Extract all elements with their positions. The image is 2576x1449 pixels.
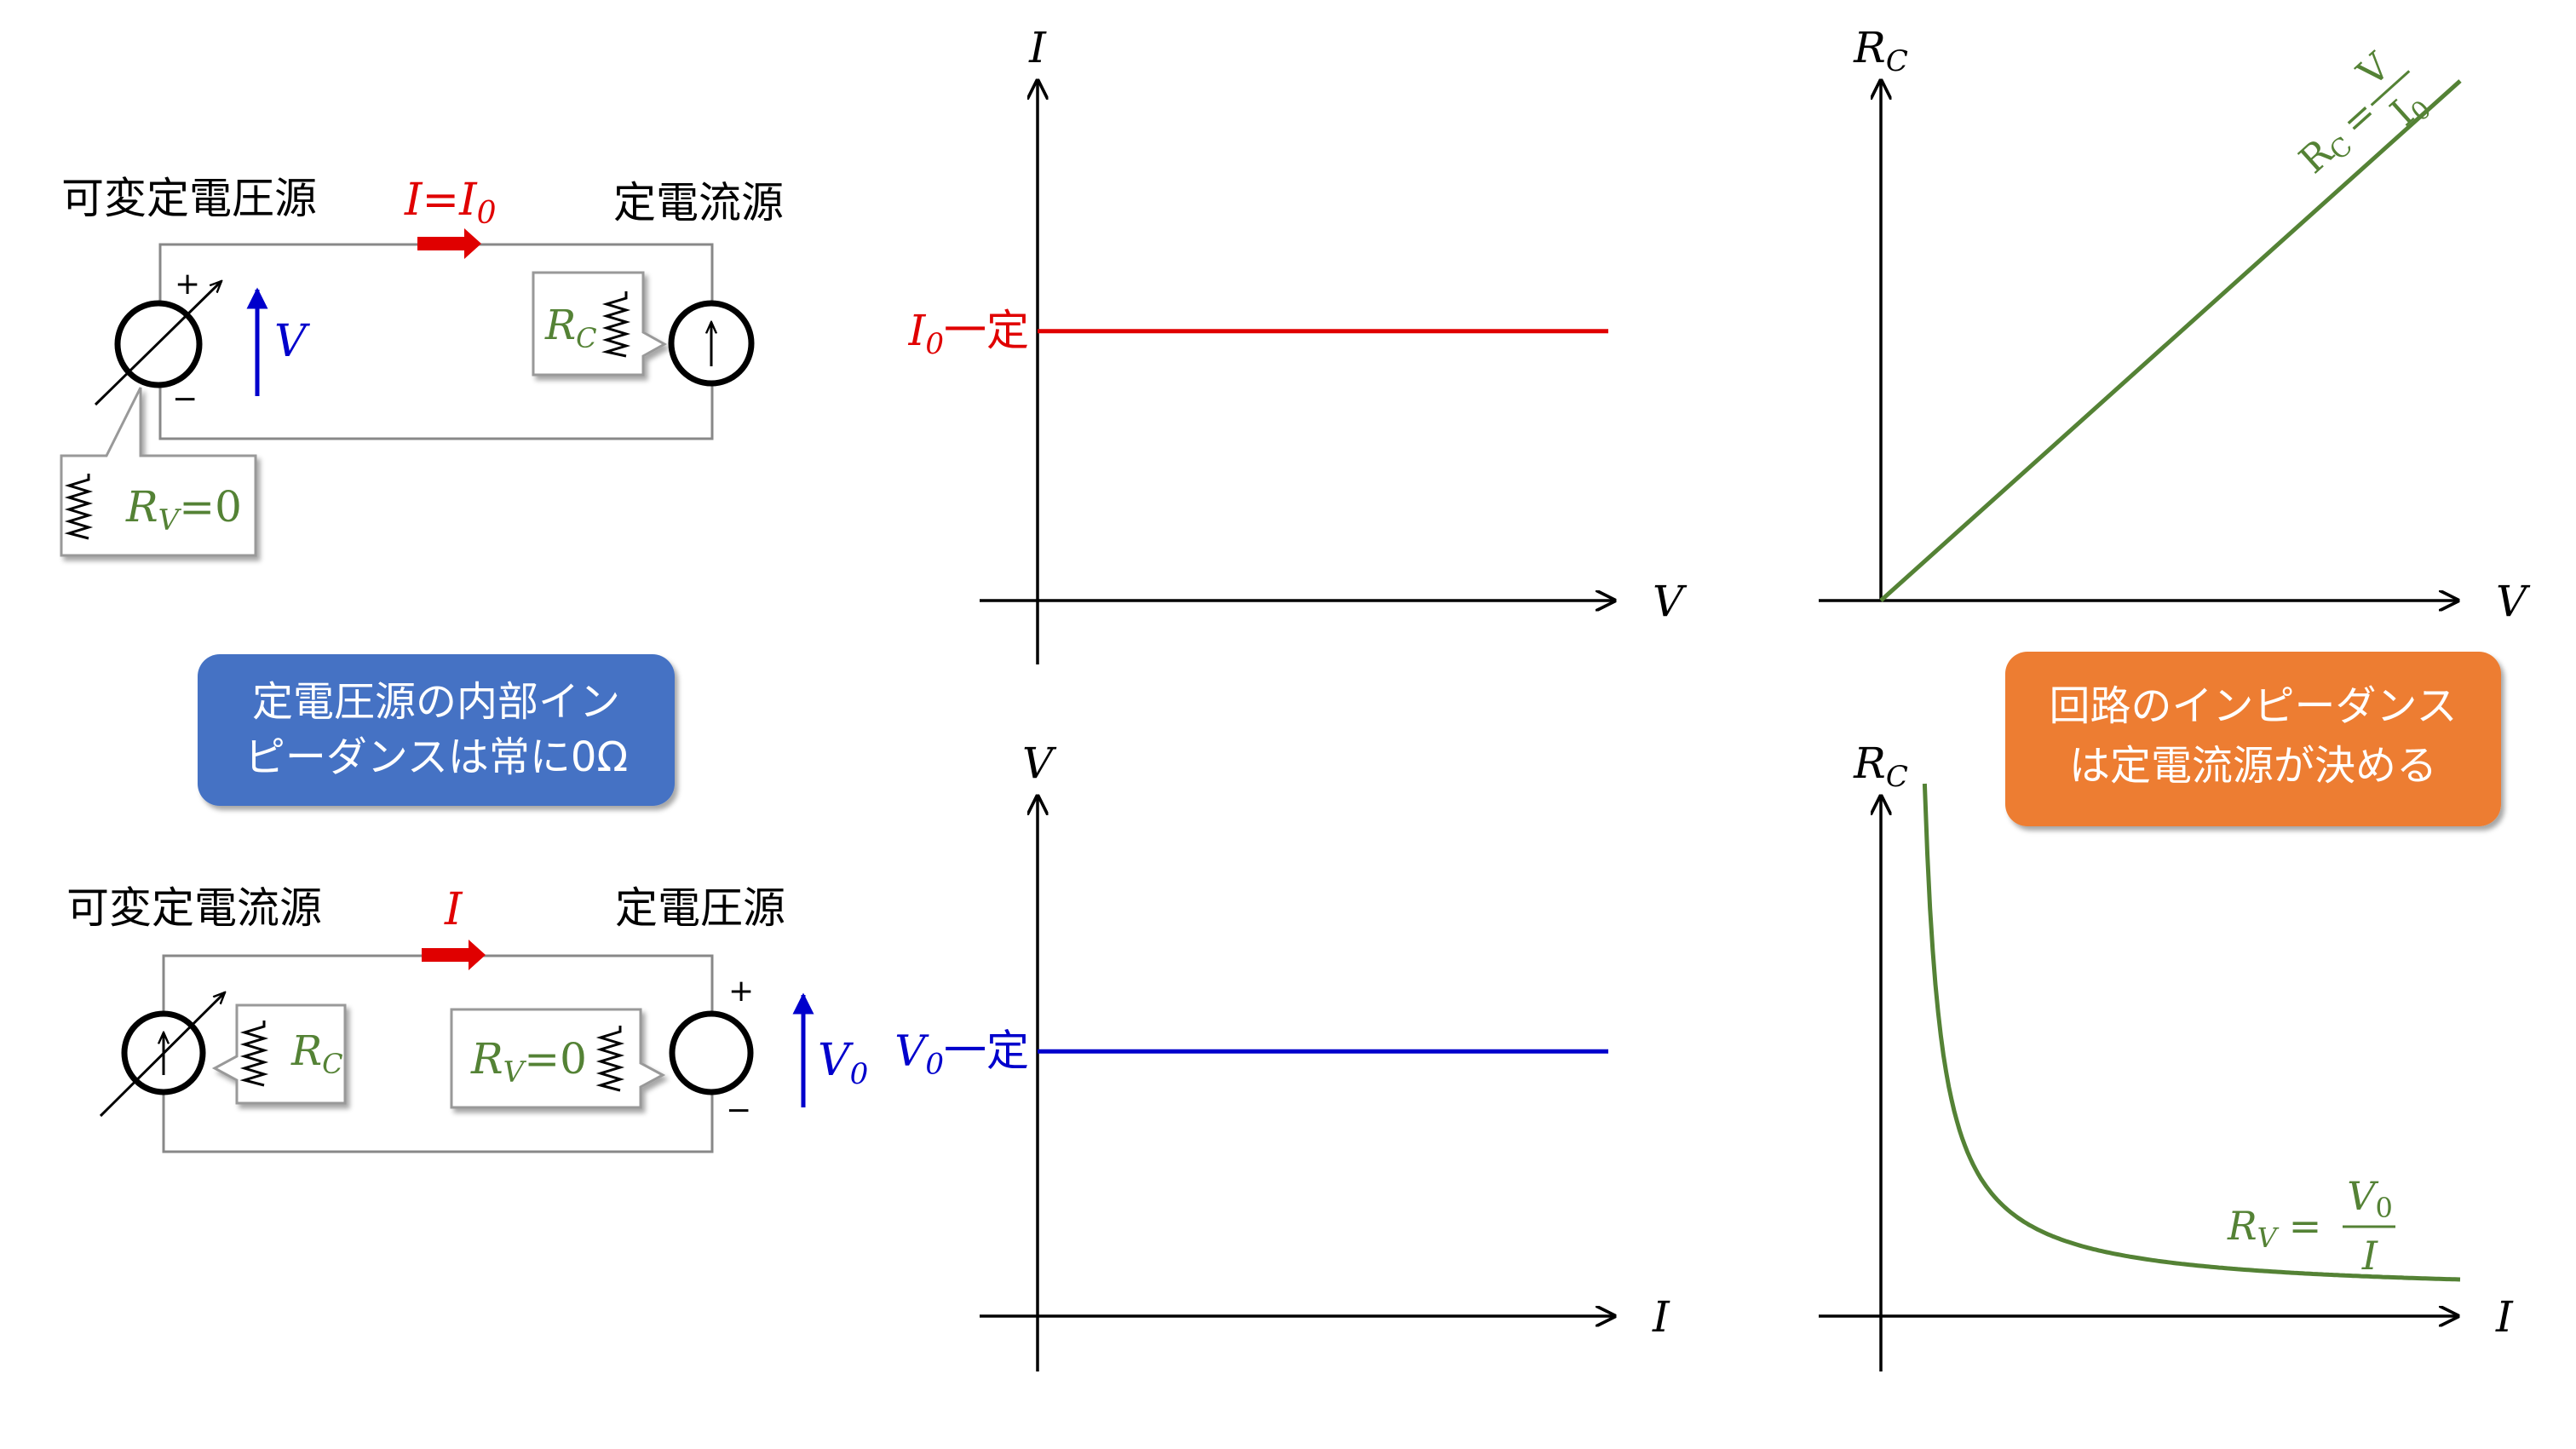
y-axis-label: RC [1853,739,1908,794]
constant-annotation: I0一定 [908,306,1029,361]
voltage-source-label: 定電圧源 [615,883,785,933]
x-axis-label: V [2496,577,2531,626]
svg-text:RC=: RC= [2291,91,2389,186]
rv-label: RV=0 [125,482,242,538]
rc-callout [532,271,668,377]
rc-label: RC [544,302,597,354]
note-internal-impedance: 定電圧源の内部イン ピーダンスは常に0Ω [198,654,675,806]
rv-label: RV=0 [470,1034,587,1090]
x-axis-label: I [2495,1292,2514,1342]
svg-text:回路のインピーダンス: 回路のインピーダンス [2049,682,2457,730]
svg-text:RV=: RV= [2227,1203,2321,1254]
current-arrow-icon [422,940,486,970]
series-line [1879,79,2462,602]
chart-2: V RC RC=VI0 [1819,23,2531,626]
rv-callout [60,387,257,557]
resistor-icon [601,291,631,358]
resistor-icon-rv [64,474,94,540]
plus-sign: + [728,974,754,1009]
variable-arrow-icon [94,281,221,406]
svg-text:I0: I0 [2383,82,2438,138]
minus-sign: − [172,382,198,417]
x-axis-label: V [1653,577,1688,626]
voltage-label: V [274,316,310,367]
variable-arrow-icon [99,992,225,1118]
current-arrow-icon [417,228,481,259]
formula-annotation: RC=VI0 [2291,44,2438,186]
svg-text:I=I0: I=I0 [404,175,497,231]
svg-text:I: I [2361,1233,2378,1279]
svg-text:は定電流源が決める: は定電流源が決める [2069,742,2437,790]
chart-4: I RC RV= V0I [1819,739,2514,1371]
chart-1: V I I0一定 [908,23,1688,664]
resistor-icon [239,1021,269,1087]
plus-sign: + [175,267,200,302]
constant-annotation: V0一定 [894,1026,1029,1081]
formula-annotation: RV= V0I [2227,1173,2395,1279]
current-label: I=I0 [404,175,497,231]
current-label: I [444,884,463,935]
bottom-circuit: 可変定電流源 定電圧源 I RC RV=0 + − V0 [66,883,868,1153]
minus-sign: − [726,1093,751,1128]
note-circuit-impedance: 回路のインピーダンス は定電流源が決める [2005,652,2501,826]
voltage-label: V0 [818,1035,868,1091]
rc-label: RC [290,1027,343,1080]
voltage-source-circle [669,1010,754,1095]
current-source-label: 定電流源 [613,178,784,227]
top-circuit: 可変定電圧源 定電流源 I=I0 + − V RC RV=0 [60,174,784,557]
variable-voltage-source-label: 可変定電圧源 [61,174,317,223]
variable-current-source-label: 可変定電流源 [66,883,322,933]
x-axis-label: I [1652,1292,1670,1342]
y-axis-label: V [1022,739,1057,788]
svg-text:V0: V0 [2347,1173,2393,1224]
resistor-icon-rv [595,1026,625,1092]
series-curve [1922,783,2461,1282]
svg-text:ピーダンスは常に0Ω: ピーダンスは常に0Ω [244,733,628,781]
svg-text:定電圧源の内部イン: 定電圧源の内部イン [252,678,620,726]
chart-3: I V V0一定 [894,739,1670,1371]
y-axis-label: RC [1853,23,1908,78]
y-axis-label: I [1028,23,1047,72]
